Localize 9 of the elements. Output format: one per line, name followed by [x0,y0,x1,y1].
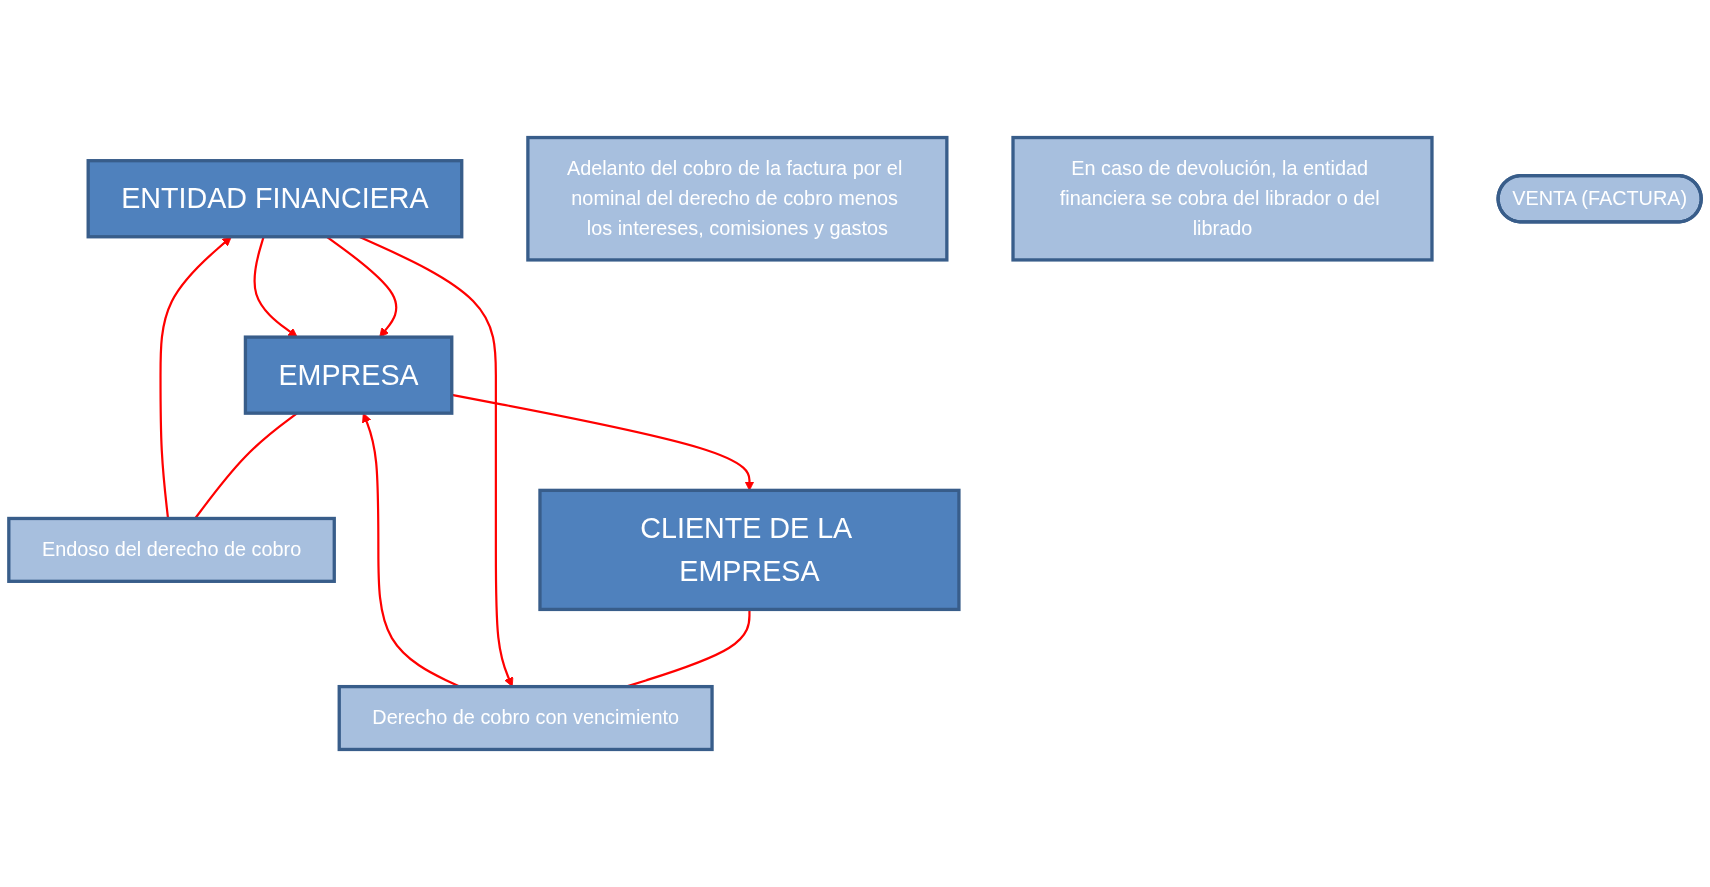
node-box: Endoso del derecho de cobro [7,516,336,583]
node-box: ENTIDAD FINANCIERA [86,159,464,239]
arrow [159,236,232,519]
node-box: EMPRESA [243,335,454,415]
node-box: Adelanto del cobro de la factura por el nominal del derecho de cobro menos los intereses, comisiones y gastos [526,135,949,262]
arrow [253,236,298,338]
node-box: CLIENTE DE LA EMPRESA [538,488,961,612]
node-box: Derecho de cobro con vencimiento [337,684,714,752]
node-box: En caso de devolución, la entidad financiera se cobra del librador o del librado [1011,135,1434,262]
